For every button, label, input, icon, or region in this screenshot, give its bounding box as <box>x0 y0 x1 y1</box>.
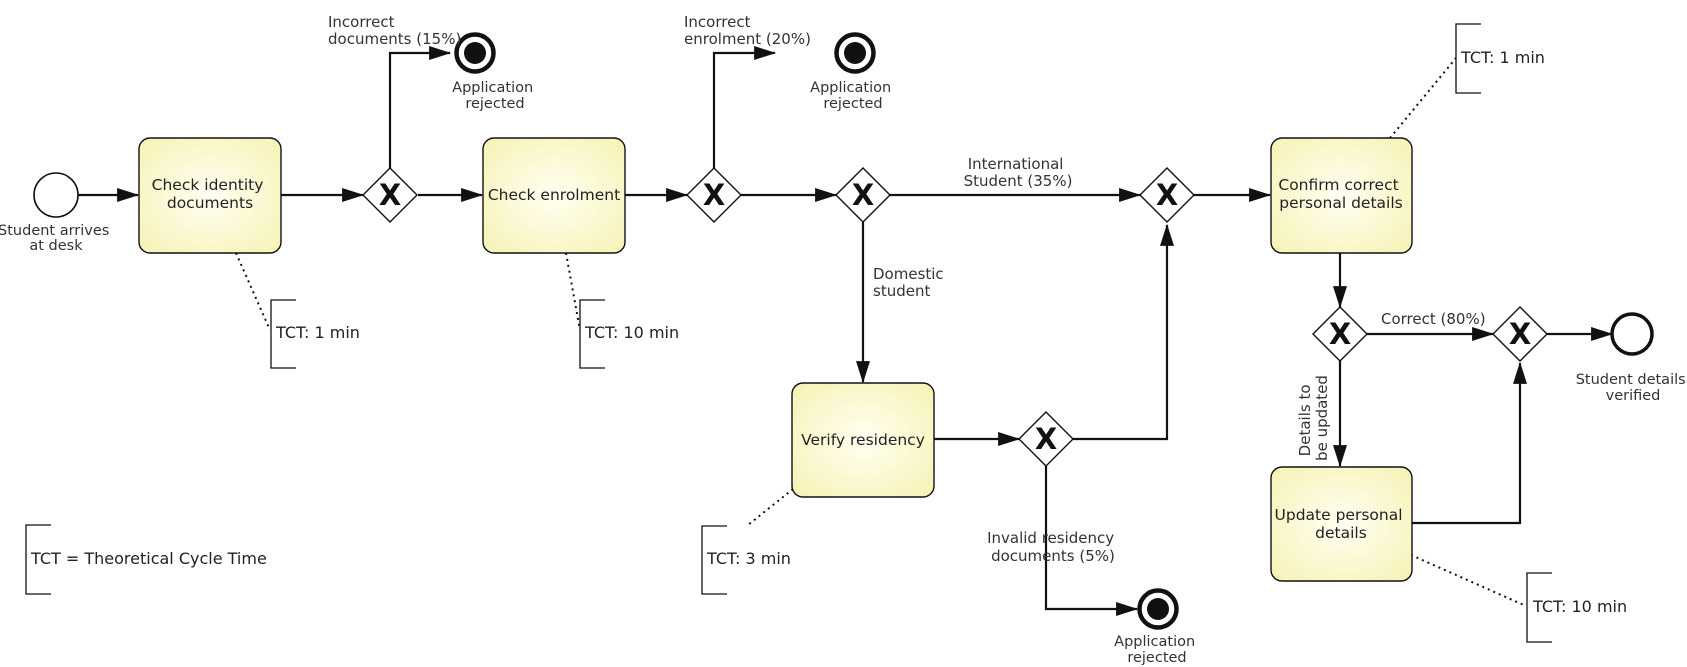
end-event-label: Application rejected <box>810 80 896 112</box>
flow-label-correct: Correct (80%) <box>1381 310 1486 328</box>
task-check-enrolment[interactable]: Check enrolment <box>482 137 626 254</box>
task-label: Check identity documents <box>152 176 269 212</box>
gateway-x-icon: X <box>852 178 874 212</box>
task-confirm-personal-details[interactable]: Confirm correct personal details <box>1270 137 1413 254</box>
end-event-label: Application rejected <box>1114 634 1200 666</box>
annotation-text: TCT: 1 min <box>275 323 360 342</box>
end-event-enrolment-rejected: Application rejected <box>810 32 896 112</box>
gateway-x-icon: X <box>1329 317 1351 351</box>
annotation-update: TCT: 10 min <box>1526 572 1627 643</box>
task-label: Confirm correct personal details <box>1278 176 1403 212</box>
annotation-legend: TCT = Theoretical Cycle Time <box>25 524 267 595</box>
gateway-student-type[interactable]: X <box>835 167 891 223</box>
association-enrolment <box>565 252 581 331</box>
gateway-residency-check[interactable]: X <box>1018 411 1074 467</box>
start-event-label: Student arrives at desk <box>0 223 114 254</box>
association-residency <box>747 488 794 526</box>
flow-gw2-to-rejected <box>712 46 777 168</box>
annotation-residency: TCT: 3 min <box>701 525 791 595</box>
gateway-x-icon: X <box>703 178 725 212</box>
association-update <box>1410 554 1527 607</box>
gateway-merge-student[interactable]: X <box>1139 167 1195 223</box>
annotation-confirm: TCT: 1 min <box>1455 23 1545 94</box>
flow-gw5-to-gw4 <box>1073 223 1174 441</box>
annotation-text: TCT: 10 min <box>584 323 679 342</box>
end-event-label: Student details verified <box>1576 372 1687 404</box>
annotation-text: TCT: 1 min <box>1460 48 1545 67</box>
flow-label-incorrect-documents: Incorrect documents (15%) <box>328 13 461 48</box>
flow-label-details-update: Details to be updated <box>1296 375 1331 461</box>
gateway-details-correct[interactable]: X <box>1312 306 1368 362</box>
association-identity <box>235 252 271 331</box>
task-label: Verify residency <box>801 431 925 449</box>
end-event-label: Application rejected <box>452 80 538 112</box>
gateway-x-icon: X <box>1509 317 1531 351</box>
flow-label-domestic: Domestic student <box>873 265 948 300</box>
task-update-personal-details[interactable]: Update personal details <box>1270 466 1413 582</box>
start-event: Student arrives at desk <box>0 172 114 254</box>
task-verify-residency[interactable]: Verify residency <box>791 382 935 498</box>
gateway-identity-check[interactable]: X <box>362 167 418 223</box>
gateway-x-icon: X <box>1156 178 1178 212</box>
annotation-identity: TCT: 1 min <box>270 299 360 369</box>
gateway-merge-details[interactable]: X <box>1492 306 1548 362</box>
flow-label-international: International Student (35%) <box>964 155 1073 190</box>
flow-gw5-to-rejected <box>1044 466 1139 616</box>
task-label: Update personal details <box>1275 506 1408 542</box>
gateway-enrolment-check[interactable]: X <box>686 167 742 223</box>
flow-gw1-to-rejected <box>388 46 452 168</box>
gateway-x-icon: X <box>1035 422 1057 456</box>
gateway-x-icon: X <box>379 178 401 212</box>
end-event-residency-rejected: Application rejected <box>1114 588 1200 666</box>
flow-update-to-gw7 <box>1411 361 1527 525</box>
legend-text: TCT = Theoretical Cycle Time <box>30 549 267 568</box>
end-event-identity-rejected: Application rejected <box>452 32 538 112</box>
annotation-enrolment: TCT: 10 min <box>579 299 679 369</box>
association-confirm <box>1389 57 1457 139</box>
end-event-verified: Student details verified <box>1576 312 1687 404</box>
flow-label-incorrect-enrolment: Incorrect enrolment (20%) <box>684 13 811 48</box>
flow-label-invalid-residency: Invalid residency documents (5%) <box>987 529 1119 565</box>
task-check-identity[interactable]: Check identity documents <box>138 137 282 254</box>
associations <box>235 57 1527 607</box>
annotation-text: TCT: 3 min <box>706 549 791 568</box>
task-label: Check enrolment <box>488 186 620 204</box>
annotation-text: TCT: 10 min <box>1532 597 1627 616</box>
sequence-flows <box>78 46 1614 616</box>
